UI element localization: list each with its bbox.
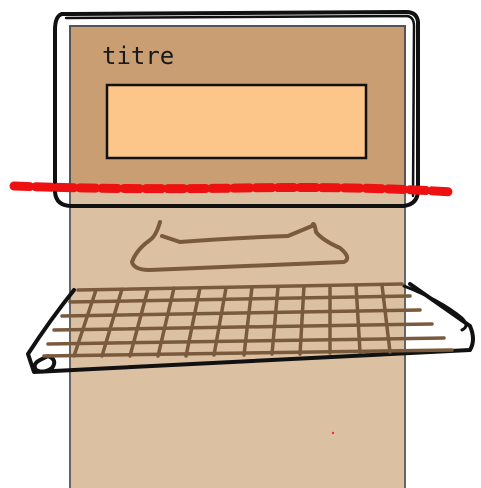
page-panel xyxy=(70,186,405,488)
fold-line xyxy=(14,186,452,192)
screen-title: titre xyxy=(102,42,174,70)
stray-mark xyxy=(332,432,334,434)
title-field[interactable] xyxy=(107,85,366,158)
